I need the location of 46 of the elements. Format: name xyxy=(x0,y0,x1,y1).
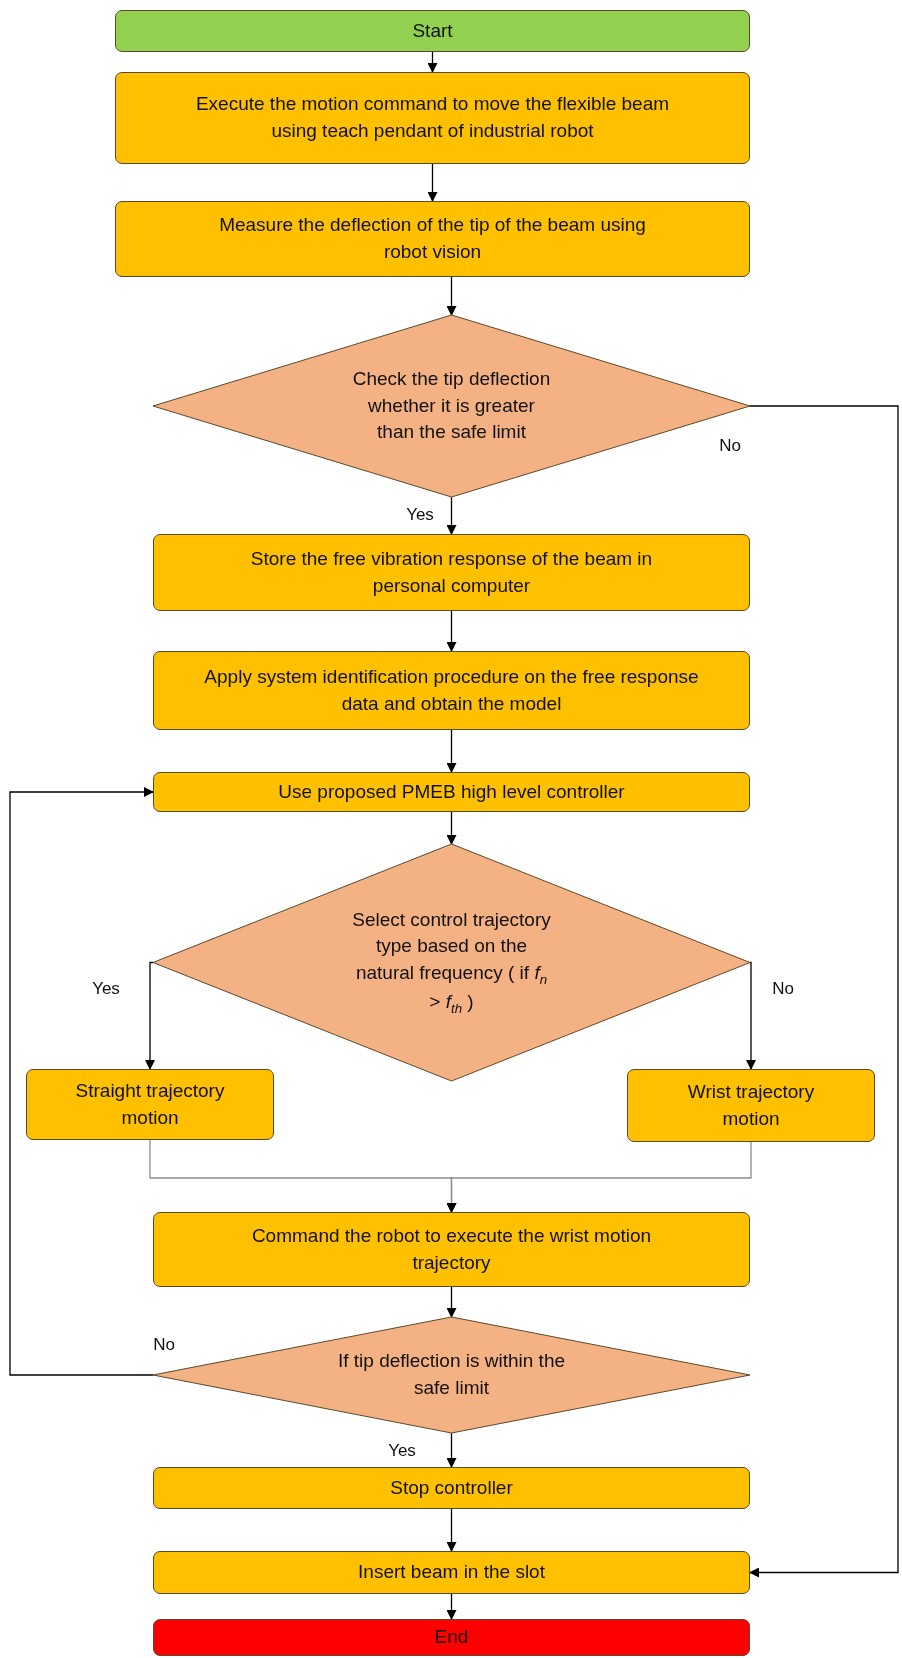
arrow xyxy=(427,163,438,202)
arrow xyxy=(446,610,457,652)
arrow xyxy=(446,729,457,773)
process-box xyxy=(115,201,750,277)
decision-diamond xyxy=(153,844,750,1081)
step-text: Apply system identification procedure on the free response data and obtain the model xyxy=(203,664,700,716)
step-text: Execute the motion command to move the flexible beam using teach pendant of industrial robot xyxy=(194,92,671,143)
step-text: Command the robot to execute the wrist motion trajectory xyxy=(250,1223,653,1275)
decision-diamond xyxy=(153,315,750,497)
process-box xyxy=(153,534,750,611)
step-text: Use proposed PMEB high level controller xyxy=(278,779,625,804)
terminal-box xyxy=(115,10,750,52)
process-box xyxy=(153,772,750,812)
arrow xyxy=(446,276,457,316)
process-box xyxy=(115,72,750,164)
step-text: Insert beam in the slot xyxy=(358,1560,545,1585)
arrow xyxy=(9,787,154,1376)
step-text: Stop controller xyxy=(390,1475,513,1500)
step-text: Straight trajectory motion xyxy=(74,1078,226,1130)
arrow xyxy=(446,1432,457,1468)
arrow xyxy=(746,961,756,1070)
arrow xyxy=(749,405,899,1578)
step-text: Measure the deflection of the tip of the beam using robot vision xyxy=(218,213,647,264)
terminal-box xyxy=(153,1619,750,1656)
arrow xyxy=(446,1508,457,1552)
process-box xyxy=(26,1069,274,1140)
step-text: End xyxy=(434,1625,469,1650)
arrow xyxy=(145,961,155,1070)
process-box xyxy=(153,1467,750,1509)
arrow xyxy=(446,1141,752,1213)
step-text: Wrist trajectory motion xyxy=(686,1079,816,1131)
step-text: Check the tip deflection whether it is greater than the safe limit xyxy=(351,367,552,445)
step-text: Start xyxy=(412,18,453,43)
step-text: Select control trajectory type based on the natural frequency ( if f$_{n}$ > f$_{th}$ ) xyxy=(351,907,552,1018)
step-text: If tip deflection is within the safe limit xyxy=(336,1349,567,1400)
arrow xyxy=(446,1286,457,1318)
process-box xyxy=(627,1069,875,1142)
arrow xyxy=(427,51,438,73)
step-text: Store the free vibration response of the beam in personal computer xyxy=(249,546,654,598)
process-box xyxy=(153,651,750,730)
arrow xyxy=(446,496,457,535)
process-box xyxy=(153,1551,750,1594)
arrow xyxy=(446,811,457,845)
process-box xyxy=(153,1212,750,1287)
arrow xyxy=(446,1593,457,1620)
decision-diamond xyxy=(153,1317,750,1433)
